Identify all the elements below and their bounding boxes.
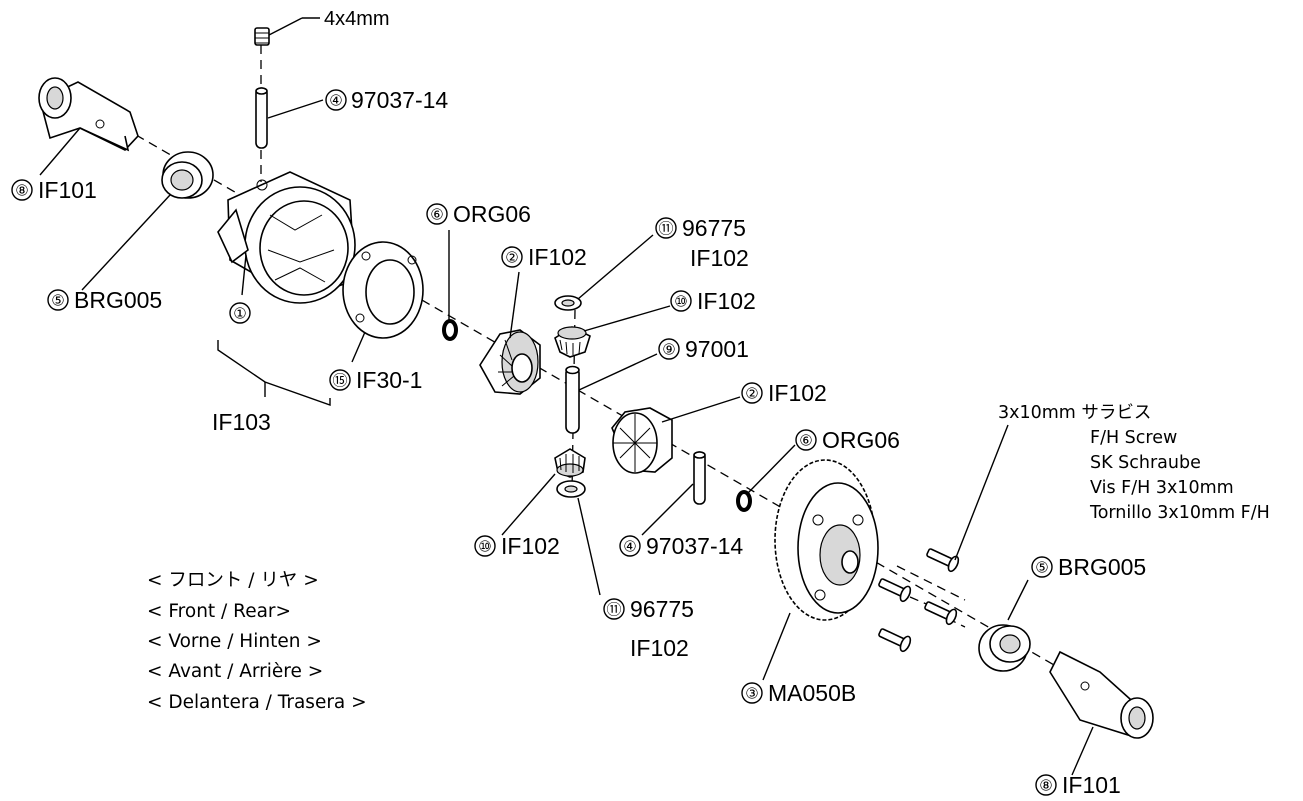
pin-top-part (255, 87, 268, 149)
svg-text:IF102: IF102 (690, 245, 749, 271)
svg-text:③: ③ (745, 686, 758, 703)
center-shaft-part (565, 365, 580, 434)
callout-gear-left: ② IF102 (501, 244, 587, 270)
svg-text:④: ④ (329, 93, 342, 110)
svg-text:⑥: ⑥ (430, 207, 443, 224)
case-cover-part (342, 241, 424, 339)
svg-text:97037-14: 97037-14 (646, 533, 743, 559)
svg-text:⑩: ⑩ (478, 539, 491, 556)
callout-setscrew: 4x4mm (324, 8, 390, 30)
svg-text:4x4mm: 4x4mm (324, 8, 390, 30)
svg-text:⑧: ⑧ (15, 183, 28, 200)
callout-pinion-bottom: ⑩ IF102 (474, 533, 560, 559)
bevel-gear-left-part (479, 329, 541, 395)
svg-text:F/H Screw: F/H Screw (1090, 428, 1177, 448)
callout-pin-bottom: ④ 97037-14 (619, 533, 743, 559)
callout-washer-top: ⑪ 96775 IF102 (655, 215, 749, 271)
callout-case: ① (229, 302, 251, 324)
svg-text:IF101: IF101 (38, 177, 97, 203)
svg-text:⑮: ⑮ (332, 373, 347, 390)
svg-text:96775: 96775 (682, 215, 746, 241)
svg-text:⑥: ⑥ (799, 433, 812, 450)
callout-oring-right: ⑥ ORG06 (795, 427, 900, 453)
svg-text:⑪: ⑪ (606, 602, 621, 619)
svg-text:< Vorne / Hinten >: < Vorne / Hinten > (147, 631, 322, 652)
callout-pinion-top: ⑩ IF102 (670, 288, 756, 314)
svg-text:97037-14: 97037-14 (351, 87, 448, 113)
bearing-left-part (161, 151, 214, 199)
pinion-bottom-part (554, 448, 586, 478)
callout-oring-left: ⑥ ORG06 (426, 201, 531, 227)
svg-text:ORG06: ORG06 (453, 201, 531, 227)
svg-text:97001: 97001 (685, 336, 749, 362)
oring-left-part (442, 319, 458, 341)
callout-cup-left: ⑧ IF101 (11, 177, 97, 203)
svg-text:IF30-1: IF30-1 (356, 367, 422, 393)
drive-cup-left-part (38, 77, 139, 152)
callout-case-kit: IF103 (212, 409, 271, 435)
svg-text:ORG06: ORG06 (822, 427, 900, 453)
svg-text:96775: 96775 (630, 596, 694, 622)
washer-top-part (554, 295, 582, 311)
svg-text:IF102: IF102 (697, 288, 756, 314)
svg-text:< Avant / Arrière >: < Avant / Arrière > (147, 661, 323, 682)
callout-cup-right: ⑧ IF101 (1035, 772, 1121, 798)
svg-text:⑤: ⑤ (1035, 560, 1048, 577)
svg-text:⑪: ⑪ (658, 221, 673, 238)
svg-text:⑩: ⑩ (674, 294, 687, 311)
screw-note: 3x10mm サラビス F/H Screw SK Schraube Vis F/… (998, 403, 1270, 523)
svg-text:< Delantera / Trasera >: < Delantera / Trasera > (147, 692, 367, 713)
svg-text:MA050B: MA050B (768, 680, 856, 706)
svg-text:IF101: IF101 (1062, 772, 1121, 798)
callout-spur-gear: ③ MA050B (741, 680, 856, 706)
leader-lines (39, 17, 1094, 776)
svg-text:①: ① (233, 306, 246, 323)
callout-gear-right: ② IF102 (741, 380, 827, 406)
svg-text:BRG005: BRG005 (1058, 554, 1146, 580)
svg-text:②: ② (505, 250, 518, 267)
screws-part (878, 548, 960, 653)
callout-bearing-right: ⑤ BRG005 (1031, 554, 1146, 580)
washer-bottom-part (556, 480, 586, 498)
pinion-top-part (554, 326, 591, 358)
spur-gear-part (774, 459, 879, 621)
oring-right-part (736, 490, 752, 512)
svg-text:IF102: IF102 (768, 380, 827, 406)
bevel-gear-right-part (611, 407, 673, 474)
set-screw-part (254, 27, 270, 46)
callout-shaft: ⑨ 97001 (658, 336, 749, 362)
svg-text:IF102: IF102 (630, 635, 689, 661)
svg-text:< Front / Rear>: < Front / Rear> (147, 601, 291, 622)
bearing-right-part (978, 624, 1031, 672)
svg-text:②: ② (745, 386, 758, 403)
svg-text:⑨: ⑨ (662, 342, 675, 359)
svg-text:⑧: ⑧ (1039, 778, 1052, 795)
callout-bearing-left: ⑤ BRG005 (47, 287, 162, 313)
svg-text:BRG005: BRG005 (74, 287, 162, 313)
svg-text:SK Schraube: SK Schraube (1090, 453, 1201, 473)
front-rear-legend: < フロント / リヤ > < Front / Rear> < Vorne / … (147, 570, 367, 713)
svg-text:⑤: ⑤ (51, 293, 64, 310)
svg-text:IF102: IF102 (501, 533, 560, 559)
svg-text:IF103: IF103 (212, 409, 271, 435)
svg-text:Tornillo 3x10mm F/H: Tornillo 3x10mm F/H (1089, 503, 1270, 523)
callout-cover: ⑮ IF30-1 (329, 367, 422, 393)
svg-text:IF102: IF102 (528, 244, 587, 270)
svg-text:3x10mm サラビス: 3x10mm サラビス (998, 403, 1151, 423)
pin-bottom-part (693, 451, 706, 505)
svg-text:④: ④ (623, 539, 636, 556)
svg-text:< フロント / リヤ >: < フロント / リヤ > (147, 570, 319, 591)
callout-washer-bottom: ⑪ 96775 IF102 (603, 596, 694, 661)
drive-cup-right-part (1049, 650, 1154, 739)
callout-pin-top: ④ 97037-14 (325, 87, 448, 113)
diff-case-part (217, 171, 356, 304)
svg-text:Vis F/H 3x10mm: Vis F/H 3x10mm (1090, 478, 1234, 498)
